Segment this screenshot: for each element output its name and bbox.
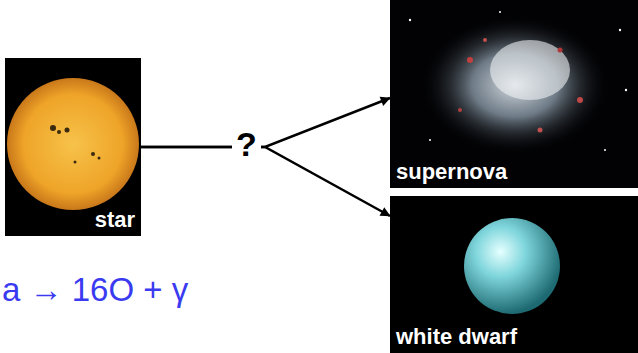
image-panel: supernova	[390, 0, 638, 188]
question-mark: ?	[232, 126, 261, 163]
image-panel: star	[5, 58, 141, 236]
branch-arrow	[141, 147, 390, 216]
image-caption: white dwarf	[396, 325, 517, 349]
image-caption: star	[95, 208, 135, 232]
image-caption: supernova	[396, 160, 507, 184]
image-panel: white dwarf	[390, 196, 638, 353]
reaction-formula: a → 16O + γ	[2, 272, 188, 308]
branch-arrow	[141, 98, 390, 147]
